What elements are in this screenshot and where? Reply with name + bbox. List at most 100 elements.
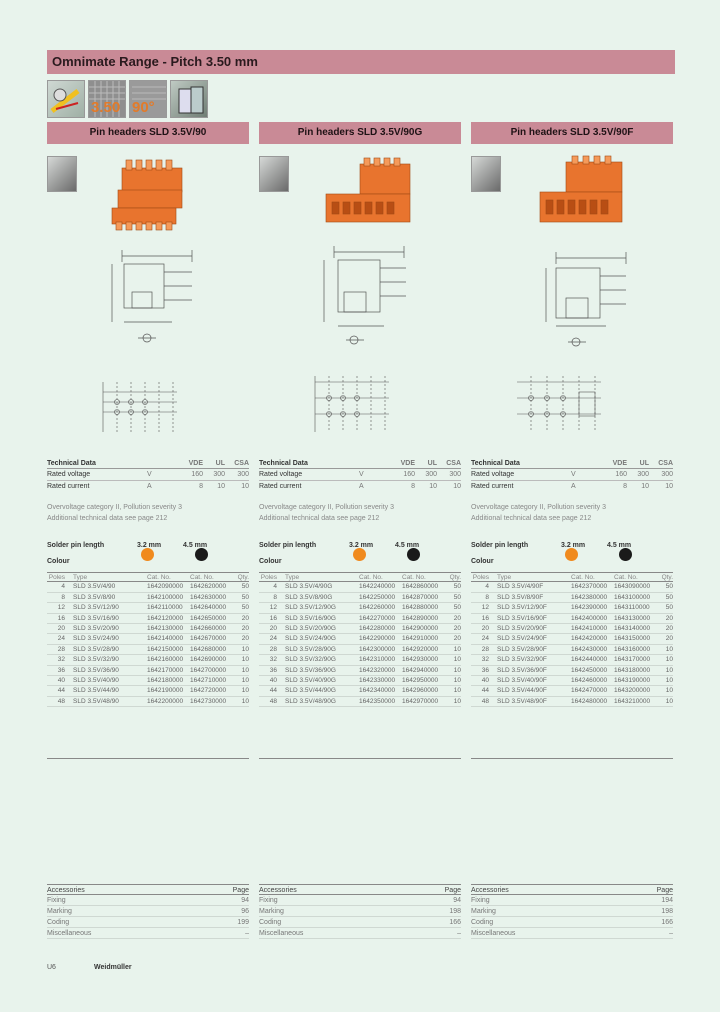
rated-voltage-label: Rated voltage <box>47 471 91 478</box>
colour-label: Colour <box>471 558 494 565</box>
table-cell: SLD 3.5V/20/90F <box>497 624 547 632</box>
accessories-heading: Accessories <box>259 887 297 894</box>
product-image <box>325 157 411 223</box>
unit: A <box>571 483 576 490</box>
page-label: Page <box>656 887 673 894</box>
table-cell: 1642940000 <box>402 666 439 674</box>
note-line: Overvoltage category II, Pollution sever… <box>259 504 395 511</box>
column-header-cell: Qty. <box>237 574 249 581</box>
accessory-name: Fixing <box>259 897 278 904</box>
table-cell: 20 <box>241 635 249 643</box>
orange-colour-swatch <box>353 548 366 561</box>
table-cell: 1642860000 <box>402 583 439 591</box>
table-cell: SLD 3.5V/32/90F <box>497 656 547 664</box>
footer: U6 Weidmüller <box>47 964 132 971</box>
table-cell: 1642110000 <box>147 604 183 612</box>
footprint-drawing <box>102 382 177 432</box>
table-cell: 1642130000 <box>147 624 184 632</box>
table-cell: 20 <box>241 624 249 632</box>
value: 300 <box>237 471 249 478</box>
std-ul: UL <box>639 460 649 467</box>
table-cell: 1642930000 <box>402 656 439 664</box>
pitch-value: 3.50 <box>91 99 121 116</box>
value: 8 <box>623 483 627 490</box>
value: 10 <box>453 483 461 490</box>
rated-current-label: Rated current <box>259 483 302 490</box>
value: 160 <box>403 471 415 478</box>
footprint-drawing <box>517 376 601 432</box>
table-cell: SLD 3.5V/12/90F <box>497 604 547 612</box>
housing-icon <box>170 80 208 118</box>
solder-pin-label: Solder pin length <box>471 542 529 549</box>
angle-value: 90° <box>132 99 155 116</box>
product-image <box>539 155 623 223</box>
unit: A <box>147 483 152 490</box>
pin-length-1: 3.2 mm <box>561 542 586 549</box>
accessory-page: 166 <box>449 919 461 926</box>
table-cell: 40 <box>481 676 489 684</box>
table-cell: 1642900000 <box>402 624 439 632</box>
table-cell: 28 <box>269 645 277 653</box>
table-cell: 10 <box>665 666 673 674</box>
value: 160 <box>191 471 203 478</box>
accessory-row: Miscellaneous– <box>471 928 673 939</box>
value: 10 <box>241 483 249 490</box>
notes: Overvoltage category II, Pollution sever… <box>259 502 394 524</box>
accessory-name: Marking <box>47 908 72 915</box>
wire-connection-icon <box>47 80 85 118</box>
table-cell: 12 <box>57 604 65 612</box>
table-cell: 1642160000 <box>147 656 184 664</box>
colour-label: Colour <box>47 558 70 565</box>
product-image <box>111 159 183 231</box>
table-cell: 10 <box>665 676 673 684</box>
table-cell: SLD 3.5V/28/90F <box>497 645 547 653</box>
technical-data: Technical Data VDE UL CSA Rated voltage … <box>471 458 673 491</box>
value: 10 <box>665 483 673 490</box>
page-number: U6 <box>47 964 56 971</box>
table-cell: SLD 3.5V/44/90G <box>285 687 336 695</box>
value: 300 <box>449 471 461 478</box>
std-vde: VDE <box>400 460 415 467</box>
table-cell: SLD 3.5V/36/90 <box>73 666 119 674</box>
title-bar: Omnimate Range - Pitch 3.50 mm <box>47 50 675 74</box>
table-cell: 1642660000 <box>190 624 227 632</box>
notes: Overvoltage category II, Pollution sever… <box>47 502 182 524</box>
table-cell: SLD 3.5V/12/90 <box>73 604 119 612</box>
table-cell: 1642640000 <box>190 604 227 612</box>
table-cell: 10 <box>665 645 673 653</box>
unit: V <box>571 471 576 478</box>
table-cell: 20 <box>481 624 489 632</box>
table-cell: 16 <box>481 614 489 622</box>
value: 10 <box>429 483 437 490</box>
table-cell: SLD 3.5V/48/90G <box>285 697 336 705</box>
table-cell: 20 <box>453 635 461 643</box>
table-cell: 50 <box>241 593 249 601</box>
divider <box>471 758 673 759</box>
std-vde: VDE <box>188 460 203 467</box>
table-cell: 1642340000 <box>359 687 396 695</box>
table-cell: 1642950000 <box>402 676 439 684</box>
brand-logo: Weidmüller <box>94 964 132 971</box>
table-cell: 1642420000 <box>571 635 608 643</box>
pin-length-2: 4.5 mm <box>395 542 420 549</box>
table-cell: 1642380000 <box>571 593 608 601</box>
table-cell: 1642240000 <box>359 583 396 591</box>
accessory-name: Miscellaneous <box>47 930 92 937</box>
table-cell: 36 <box>269 666 277 674</box>
column-header-cell: Type <box>285 574 300 581</box>
table-cell: SLD 3.5V/28/90 <box>73 645 119 653</box>
table-cell: 48 <box>481 697 489 705</box>
table-cell: 1642620000 <box>190 583 227 591</box>
table-cell: 8 <box>485 593 489 601</box>
